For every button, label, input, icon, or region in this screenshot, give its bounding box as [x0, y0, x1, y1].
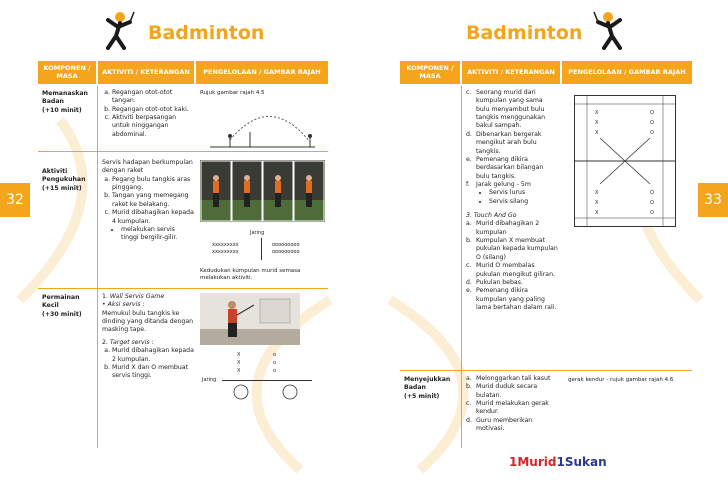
net-line — [222, 380, 312, 381]
player-x: X — [237, 368, 241, 374]
net-label: Jaring — [202, 377, 217, 383]
player-x: X — [237, 352, 241, 358]
target-hoops — [233, 384, 298, 400]
header-component: KOMPONEN / MASA — [400, 61, 460, 84]
activity-continuation: c.Seorang murid dari kumpulan yang sama … — [466, 89, 558, 312]
team-o-row: ooooooooo — [272, 249, 300, 255]
position-caption: Kedudukan kumpulan murid semasa melakuka… — [200, 268, 301, 282]
warmup-activities: Regangan otot-otot tangan. Regangan otot… — [102, 89, 194, 139]
court-x: X — [595, 190, 599, 196]
wall-serve-photo — [200, 293, 300, 345]
row-divider — [38, 151, 328, 152]
header-diagram: PENGELOLAAN / GAMBAR RAJAH — [562, 61, 692, 84]
component-small-game: Permainan Kecil(+30 minit) — [42, 294, 82, 318]
team-o-row: ooooooooo — [272, 242, 300, 248]
court-o: O — [650, 210, 654, 216]
court-x: X — [595, 110, 599, 116]
player-x: X — [237, 360, 241, 366]
page-title: Badminton — [148, 22, 265, 44]
program-logo: 1Murid1Sukan — [509, 455, 607, 469]
player-o: o — [273, 360, 277, 366]
player-o: o — [273, 352, 277, 358]
court-x: X — [595, 200, 599, 206]
badminton-player-icon — [593, 11, 622, 50]
court-x: X — [595, 210, 599, 216]
serve-trajectory-diagram — [210, 116, 315, 148]
net-line — [261, 238, 262, 260]
court-x: X — [595, 120, 599, 126]
serve-photo-sequence — [200, 160, 325, 222]
component-reinforce: Aktiviti Pengukuhan(+15 minit) — [42, 168, 86, 192]
header-activity: AKTIVITI / KETERANGAN — [98, 61, 194, 84]
column-divider — [461, 86, 462, 448]
page-number-tab: 33 — [698, 183, 728, 217]
header-activity: AKTIVITI / KETERANGAN — [462, 61, 560, 84]
team-x-row: xxxxxxxxx — [212, 249, 239, 255]
page-title: Badminton — [466, 22, 583, 44]
court-o: O — [650, 110, 654, 116]
court-o: O — [650, 130, 654, 136]
page-number-tab: 32 — [0, 183, 30, 217]
net-label: Jaring — [250, 230, 265, 236]
left-page: Badminton KOMPONEN / MASA AKTIVITI / KET… — [0, 0, 364, 485]
court-o: O — [650, 120, 654, 126]
component-cooldown: Menyejukkan Badan(+5 minit) — [404, 376, 451, 400]
team-x-row: xxxxxxxxx — [212, 242, 239, 248]
header-component: KOMPONEN / MASA — [38, 61, 96, 84]
diagram-reference: Rujuk gambar rajah 4.5 — [200, 90, 265, 96]
badminton-player-icon — [106, 11, 135, 50]
column-divider — [97, 86, 98, 448]
component-warmup: Memanaskan Badan(+10 minit) — [42, 90, 88, 114]
row-divider — [400, 370, 692, 371]
court-x: X — [595, 130, 599, 136]
row-divider — [38, 288, 328, 289]
player-o: o — [273, 368, 277, 374]
court-o: O — [650, 200, 654, 206]
cooldown-reference: gerak kendur - rujuk gambar rajah 4.6 — [568, 377, 674, 383]
court-diagram: X X X O O O X X X O O O — [574, 95, 676, 227]
small-game-activities: 1. Wall Servis Game • Aksi servis : Memu… — [102, 293, 194, 381]
reinforce-activities: Servis hadapan berkumpulan dengan raket … — [102, 159, 194, 243]
cooldown-activities: a.Melonggarkan tali kasut b.Murid duduk … — [466, 375, 551, 433]
right-page: Badminton KOMPONEN / MASA AKTIVITI / KET… — [364, 0, 728, 485]
header-diagram: PENGELOLAAN / GAMBAR RAJAH — [196, 61, 328, 84]
court-o: O — [650, 190, 654, 196]
